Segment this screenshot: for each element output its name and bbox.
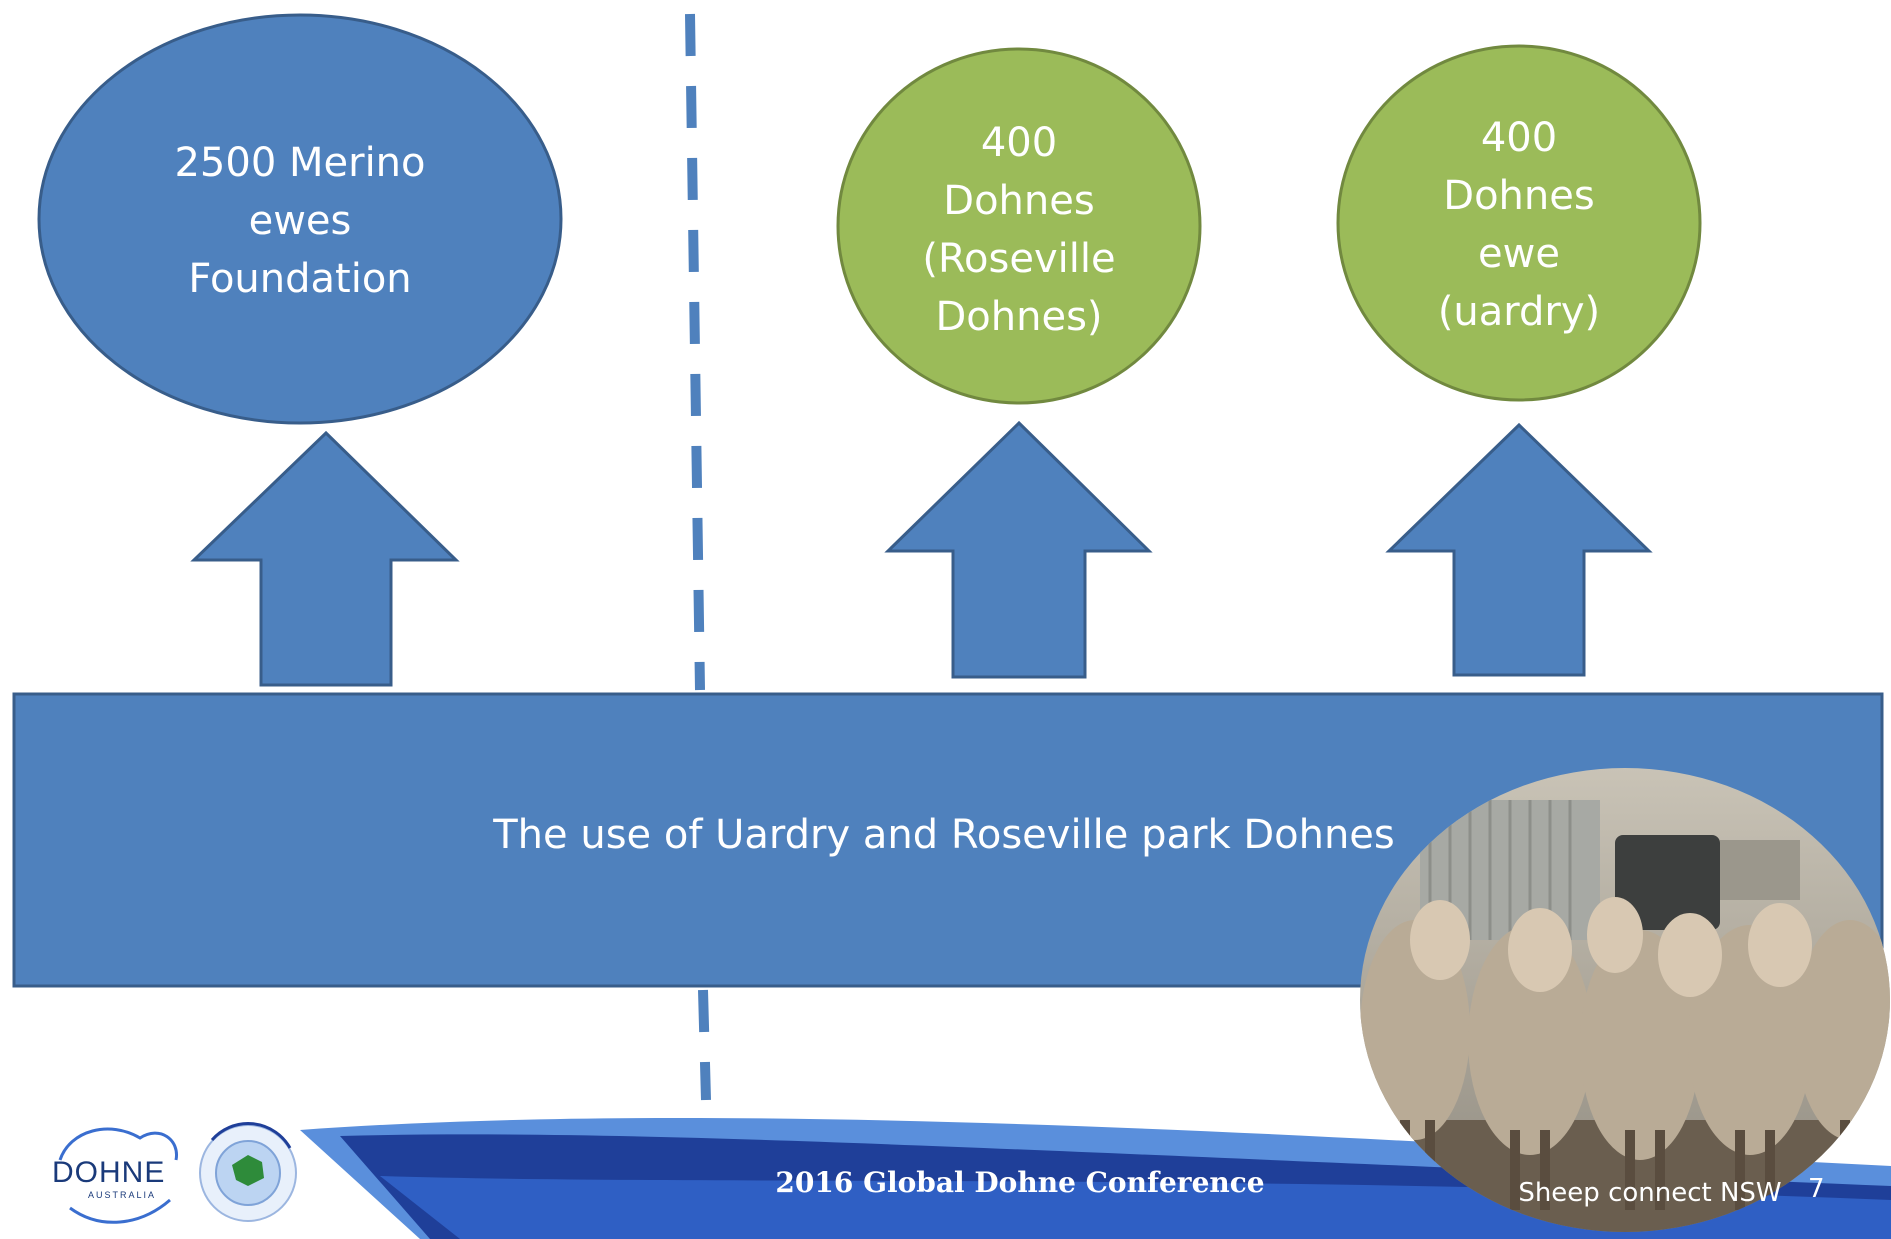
dohne-logo-swoosh xyxy=(69,1198,171,1224)
merino-ellipse xyxy=(37,13,563,425)
uardry-line-1: 400 xyxy=(1480,115,1558,161)
uardry-line-2: Dohnes xyxy=(1443,173,1595,219)
merino-line-1: 2500 Merino xyxy=(174,140,426,186)
merino-node-label: 2500 Merino ewes Foundation xyxy=(110,134,490,308)
merino-line-3: Foundation xyxy=(188,256,412,302)
arrow-up-merino xyxy=(190,430,460,687)
photo-caption: Sheep connect NSW xyxy=(1518,1178,1782,1208)
roseville-line-1: 400 xyxy=(980,120,1058,166)
roseville-line-3: (Roseville xyxy=(922,236,1116,282)
page-number: 7 xyxy=(1808,1174,1825,1204)
roseville-line-4: Dohnes) xyxy=(935,294,1103,340)
uardry-circle xyxy=(1336,44,1702,402)
dashed-divider-bottom xyxy=(698,989,711,1101)
dashed-divider-top xyxy=(685,13,705,691)
roseville-circle xyxy=(836,47,1202,405)
uardry-node-label: 400 Dohnes ewe (uardry) xyxy=(1369,109,1669,341)
dohne-logo-name: DOHNE xyxy=(52,1156,166,1189)
merino-line-2: ewes xyxy=(248,198,352,244)
sheep-outline-logo xyxy=(58,1127,178,1161)
roseville-node-label: 400 Dohnes (Roseville Dohnes) xyxy=(869,114,1169,346)
banner-label: The use of Uardry and Roseville park Doh… xyxy=(493,812,1395,858)
arrow-up-uardry xyxy=(1385,422,1653,677)
arrow-up-roseville xyxy=(884,420,1153,679)
roseville-line-2: Dohnes xyxy=(943,178,1095,224)
uardry-line-3: ewe xyxy=(1478,231,1560,277)
uardry-line-4: (uardry) xyxy=(1437,289,1601,335)
sheep-flock-photo xyxy=(1360,768,1890,1232)
dohne-logo-sub: AUSTRALIA xyxy=(88,1190,157,1200)
footer-title: 2016 Global Dohne Conference xyxy=(775,1166,1265,1199)
globe-seal-logo xyxy=(199,1122,297,1222)
